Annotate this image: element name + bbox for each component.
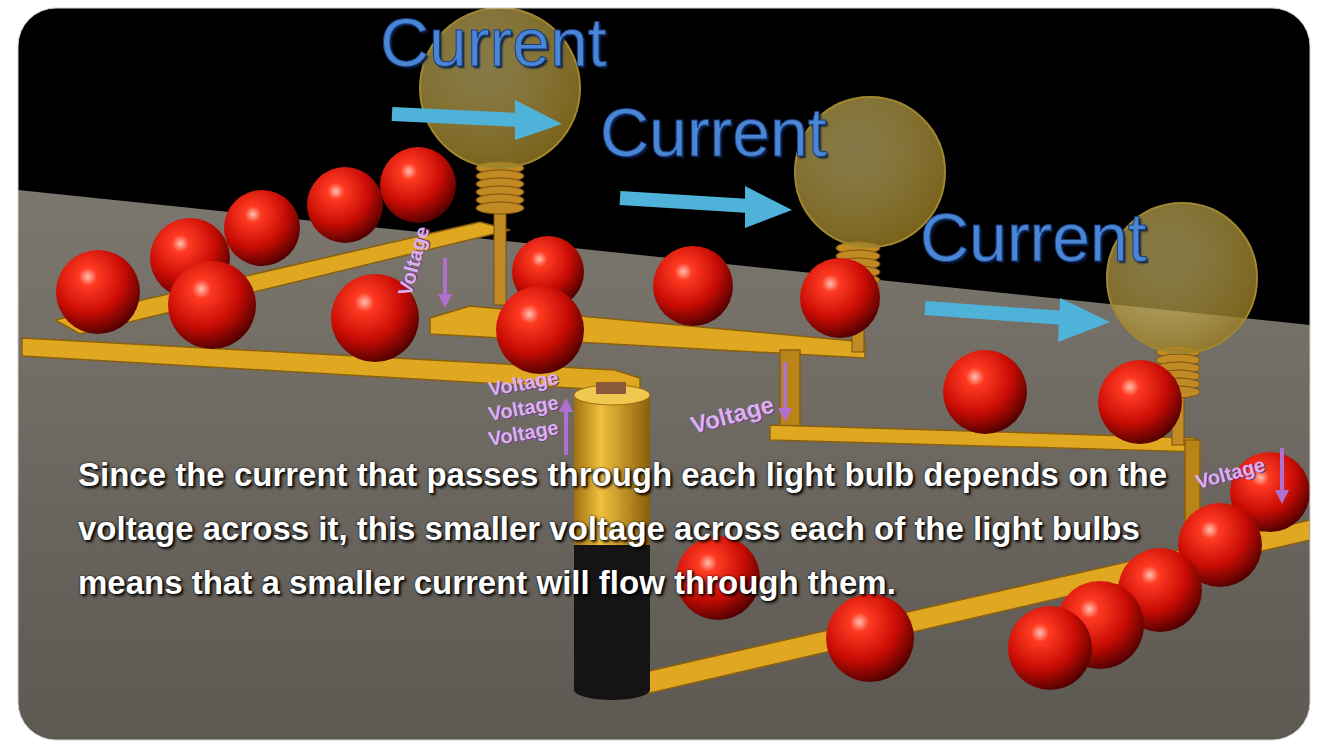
- voltage-label: Voltage: [688, 391, 777, 438]
- current-label: Current: [600, 95, 827, 170]
- floor: [18, 190, 1310, 740]
- charge-ball: [56, 147, 1310, 690]
- current-label: Current: [380, 5, 607, 80]
- background: [18, 8, 1310, 740]
- frame: [18, 8, 1310, 740]
- voltage-label: Voltage: [1193, 453, 1267, 493]
- voltage-label: Voltage: [394, 224, 434, 298]
- scene: [18, 8, 1310, 740]
- caption: Since the current that passes through ea…: [78, 448, 1178, 610]
- current-label: Current: [920, 200, 1147, 275]
